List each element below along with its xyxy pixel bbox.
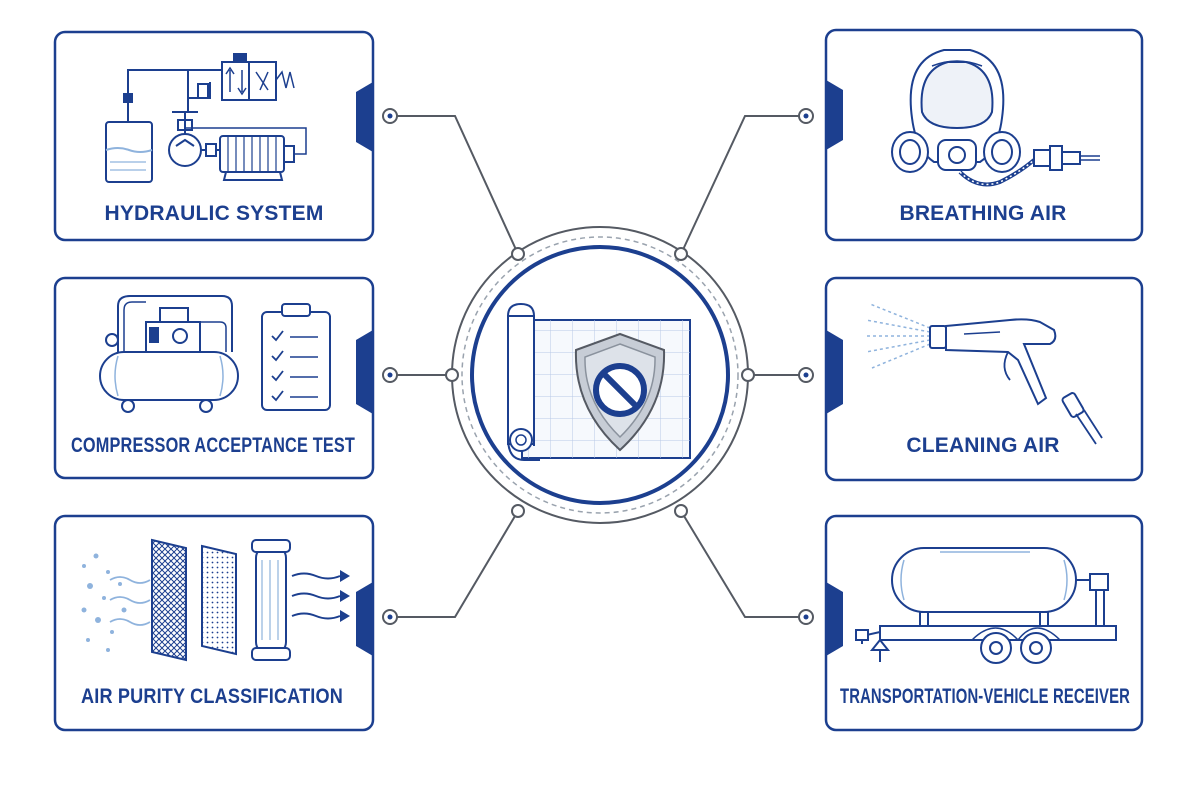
hub-node — [674, 247, 688, 261]
card-label-air-purity-classification: AIR PURITY CLASSIFICATION — [81, 685, 343, 708]
compressor-checklist-icon — [99, 295, 331, 413]
hub-nodes — [445, 247, 755, 518]
card-label-compressor-acceptance-test: COMPRESSOR ACCEPTANCE TEST — [71, 434, 355, 457]
hub-node — [445, 368, 459, 382]
hydraulic-circuit-icon — [105, 53, 307, 183]
card-label-cleaning-air: CLEANING AIR — [906, 434, 1059, 457]
card-labels: HYDRAULIC SYSTEM COMPRESSOR ACCEPTANCE T… — [71, 202, 1130, 708]
hub-node — [511, 247, 525, 261]
card-label-breathing-air: BREATHING AIR — [899, 202, 1066, 225]
hub-node — [511, 504, 525, 518]
card-label-transportation-vehicle-receiver: TRANSPORTATION-VEHICLE RECEIVER — [840, 685, 1130, 708]
shield-prohibited-on-blueprint-icon — [507, 302, 691, 461]
connector-air-purity-classification — [390, 510, 519, 618]
air-blow-gun-icon — [864, 303, 1103, 445]
card-cleaning-air-frame — [798, 276, 1144, 482]
center-hub — [445, 226, 755, 524]
hub-node — [674, 504, 688, 518]
card-label-hydraulic-system: HYDRAULIC SYSTEM — [104, 202, 323, 225]
connectors — [390, 115, 806, 618]
connector-breathing-air — [680, 115, 806, 255]
connector-hydraulic-system — [390, 115, 519, 255]
hub-node — [741, 368, 755, 382]
connector-transportation-vehicle-receiver — [680, 510, 806, 618]
tank-trailer-icon — [855, 547, 1117, 664]
air-filter-icon — [81, 538, 350, 662]
respirator-mask-icon — [891, 49, 1100, 187]
